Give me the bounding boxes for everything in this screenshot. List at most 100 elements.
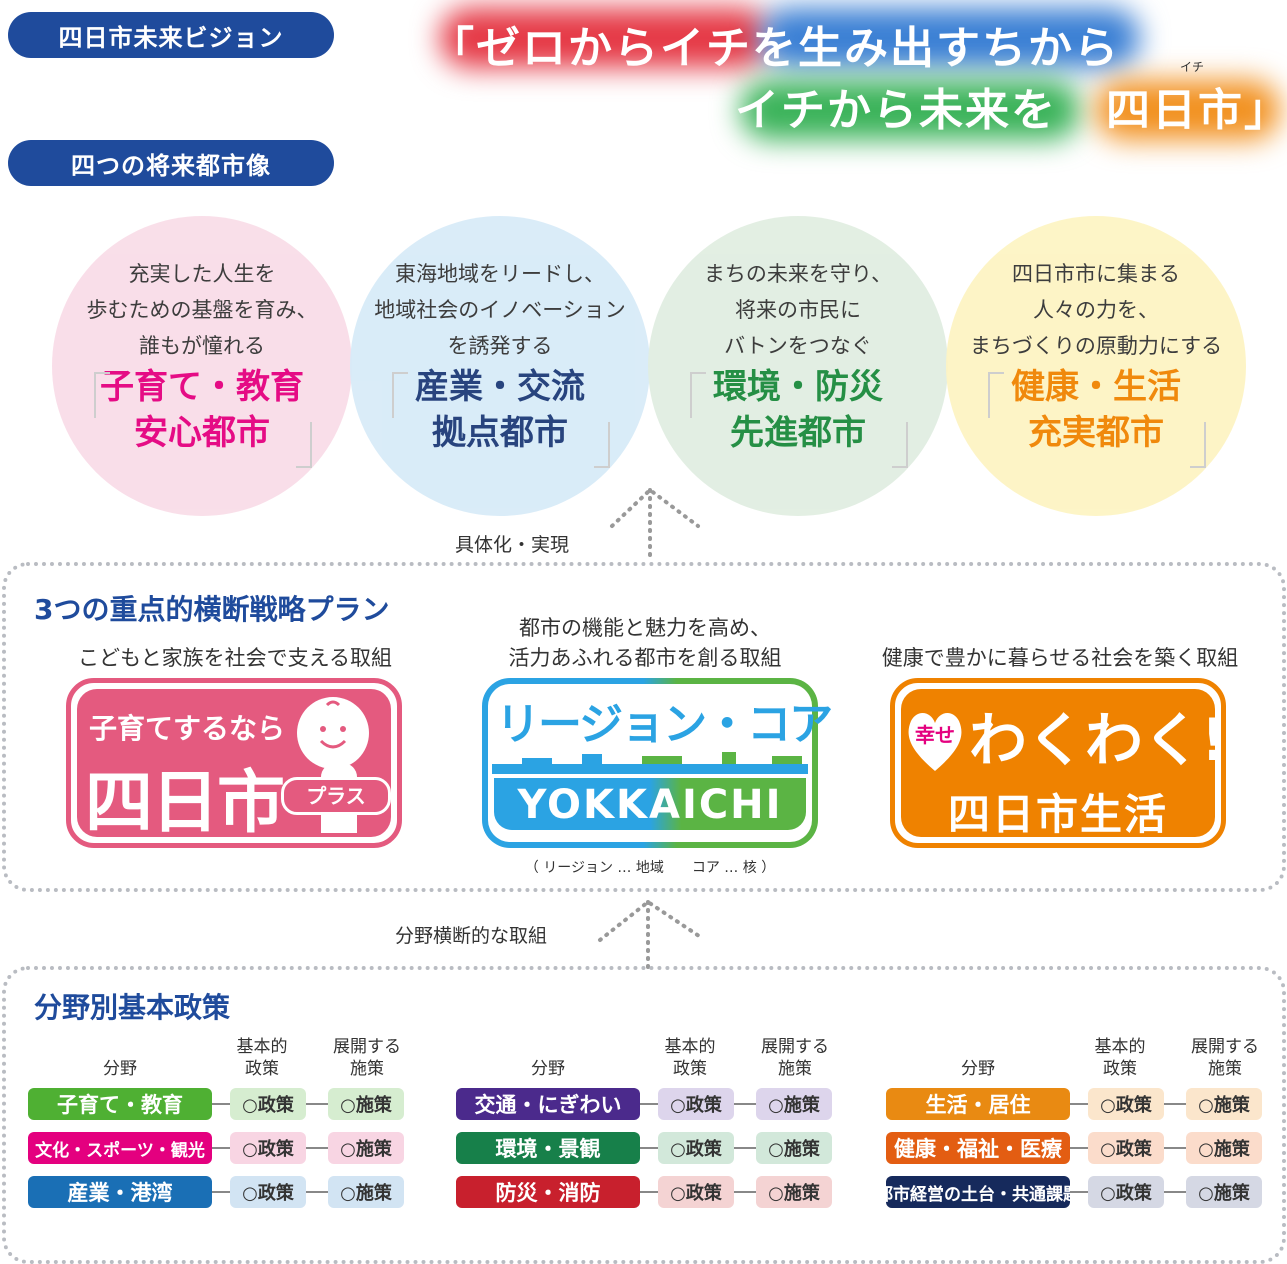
policy-chip: ○政策 xyxy=(658,1132,734,1164)
future-city-circle: まちの未来を守り、将来の市民にバトンをつなぐ環境・防災先進都市 xyxy=(648,216,948,516)
open-bracket xyxy=(392,372,408,418)
circle-desc-line: 東海地域をリードし、 xyxy=(395,262,605,286)
wakuwaku-line1: わくわく! xyxy=(969,706,1228,774)
connector-line xyxy=(1070,1147,1088,1149)
connector-line xyxy=(734,1191,756,1193)
policy-chip: ○政策 xyxy=(1088,1176,1164,1208)
head-deploy-2: 施策 xyxy=(778,1059,812,1079)
plan-3-desc: 健康で豊かに暮らせる社会を築く取組 xyxy=(881,646,1239,670)
head-field: 分野 xyxy=(531,1059,565,1079)
connector-label-2: 分野横断的な取組 xyxy=(395,925,548,947)
kosodate-logo-line2: 四日市 xyxy=(85,764,285,843)
connector-line xyxy=(1070,1103,1088,1105)
policy-chip: ○政策 xyxy=(230,1176,306,1208)
baby-face-icon xyxy=(297,697,369,769)
head-deploy-1: 展開する xyxy=(761,1037,829,1057)
connector-line xyxy=(306,1147,328,1149)
slogan-ruby: イチ xyxy=(1180,60,1205,74)
close-bracket xyxy=(296,422,312,468)
connector-line xyxy=(734,1103,756,1105)
policy-field: 都市経営の土台・共通課題 xyxy=(876,1176,1080,1208)
circle-desc-line: 誰もが憧れる xyxy=(139,334,265,358)
circle-desc-line: まちの未来を守り、 xyxy=(703,262,893,286)
head-basic-2: 政策 xyxy=(1103,1059,1137,1079)
head-deploy-1: 展開する xyxy=(1191,1037,1259,1057)
wakuwaku-logo: 幸せ わくわく! 四日市生活 xyxy=(890,678,1228,848)
head-deploy-2: 施策 xyxy=(350,1059,384,1079)
kosodate-logo-line1: 子育てするなら xyxy=(89,712,286,745)
measure-chip: ○施策 xyxy=(1186,1088,1262,1120)
circle-title-line: 安心都市 xyxy=(134,413,270,453)
circle-desc-line: 人々の力を、 xyxy=(1033,298,1159,322)
policy-field: 子育て・教育 xyxy=(28,1088,212,1120)
head-field: 分野 xyxy=(961,1059,995,1079)
connector-line xyxy=(734,1147,756,1149)
circle-desc-line: 四日市市に集まる xyxy=(1012,262,1180,286)
strategy-title: 3つの重点的横断戦略プラン xyxy=(34,593,390,626)
close-bracket xyxy=(892,422,908,468)
future-city-circle: 四日市市に集まる人々の力を、まちづくりの原動力にする健康・生活充実都市 xyxy=(946,216,1246,516)
circle-desc-line: まちづくりの原動力にする xyxy=(969,334,1223,358)
connector-arrow-1 xyxy=(602,478,712,558)
open-bracket xyxy=(690,372,706,418)
vision-label: 四日市未来ビジョン xyxy=(8,12,334,58)
harbor-skyline-icon xyxy=(492,750,808,774)
measure-chip: ○施策 xyxy=(328,1088,404,1120)
connector-line xyxy=(212,1191,230,1193)
policy-title: 分野別基本政策 xyxy=(34,991,231,1024)
head-basic-1: 基本的 xyxy=(1094,1037,1146,1057)
region-core-logo: リージョン・コア YOKKAICHI xyxy=(482,678,833,848)
region-core-note: （ リージョン … 地域 コア … 核 ） xyxy=(524,860,776,876)
circle-title-line: 健康・生活 xyxy=(1011,367,1181,407)
future-city-circle: 東海地域をリードし、地域社会のイノベーションを誘発する産業・交流拠点都市 xyxy=(350,216,650,516)
head-deploy-1: 展開する xyxy=(333,1037,401,1057)
policy-field: 交通・にぎわい xyxy=(456,1088,640,1120)
policy-chip: ○政策 xyxy=(1088,1132,1164,1164)
measure-chip: ○施策 xyxy=(328,1132,404,1164)
future-city-circle: 充実した人生を歩むための基盤を育み、誰もが憧れる子育て・教育安心都市 xyxy=(52,216,352,516)
policy-chip: ○政策 xyxy=(658,1176,734,1208)
policy-field: 防災・消防 xyxy=(456,1176,640,1208)
plus-tag: プラス xyxy=(281,777,391,815)
head-basic-1: 基本的 xyxy=(664,1037,716,1057)
wakuwaku-line2: 四日市生活 xyxy=(947,790,1168,839)
policy-field: 産業・港湾 xyxy=(28,1176,212,1208)
connector-label-1: 具体化・実現 xyxy=(455,534,570,556)
policy-chip: ○政策 xyxy=(1088,1088,1164,1120)
head-field: 分野 xyxy=(103,1059,137,1079)
slogan-line-2: イチから未来を xyxy=(735,85,1057,136)
close-bracket xyxy=(594,422,610,468)
policy-chip: ○政策 xyxy=(230,1132,306,1164)
close-bracket xyxy=(1190,422,1206,468)
measure-chip: ○施策 xyxy=(328,1176,404,1208)
policy-field: 環境・景観 xyxy=(456,1132,640,1164)
policy-field: 生活・居住 xyxy=(886,1088,1070,1120)
head-basic-2: 政策 xyxy=(245,1059,279,1079)
measure-chip: ○施策 xyxy=(756,1132,832,1164)
policy-field: 文化・スポーツ・観光 xyxy=(28,1132,212,1164)
circle-title-line: 拠点都市 xyxy=(432,413,568,453)
strategy-box xyxy=(2,562,1286,892)
plan-2-desc-line2: 活力あふれる都市を創る取組 xyxy=(508,646,782,670)
measure-chip: ○施策 xyxy=(756,1088,832,1120)
connector-line xyxy=(1164,1147,1186,1149)
open-bracket xyxy=(988,372,1004,418)
connector-line xyxy=(212,1103,230,1105)
connector-arrow-2 xyxy=(592,888,712,972)
circle-desc-line: 歩むための基盤を育み、 xyxy=(86,298,318,322)
circle-title-line: 充実都市 xyxy=(1028,413,1164,453)
connector-line xyxy=(1070,1191,1088,1193)
circle-title-line: 環境・防災 xyxy=(713,367,883,407)
open-bracket xyxy=(94,372,110,418)
slogan-line-1: 「ゼロからイチを生み出すちから xyxy=(430,23,1120,74)
connector-line xyxy=(1164,1191,1186,1193)
kosodate-plus-logo: 子育てするなら 四日市 プラス xyxy=(66,678,402,848)
plan-2-desc-line1: 都市の機能と魅力を高め、 xyxy=(519,616,771,640)
measure-chip: ○施策 xyxy=(1186,1132,1262,1164)
shiawase-badge: 幸せ xyxy=(915,723,955,747)
measure-chip: ○施策 xyxy=(1186,1176,1262,1208)
region-core-line1: リージョン・コア xyxy=(496,699,833,750)
policy-field: 健康・福祉・医療 xyxy=(886,1132,1070,1164)
plan-1-desc: こどもと家族を社会で支える取組 xyxy=(78,646,392,670)
circle-desc-line: バトンをつなぐ xyxy=(724,334,872,358)
